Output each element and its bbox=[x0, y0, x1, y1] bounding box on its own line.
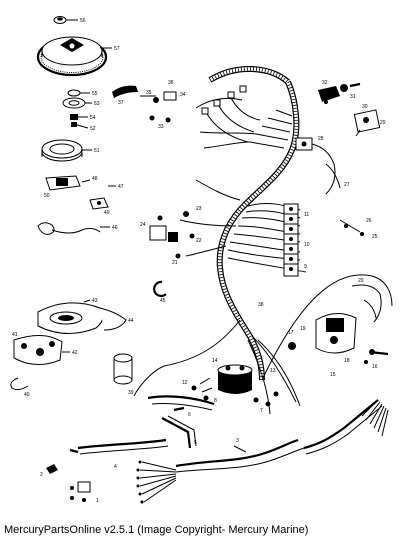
callout-55: 55 bbox=[92, 91, 98, 97]
callout-31: 31 bbox=[350, 94, 356, 100]
callout-42: 42 bbox=[72, 350, 78, 356]
callout-12: 12 bbox=[182, 380, 188, 386]
callout-56: 56 bbox=[80, 18, 86, 24]
harness-bracket-cluster bbox=[149, 211, 195, 259]
callout-23: 23 bbox=[196, 206, 202, 212]
right-long-lead bbox=[261, 274, 393, 381]
small-terminals bbox=[46, 464, 91, 502]
callout-24: 24 bbox=[140, 222, 146, 228]
terminal-block bbox=[283, 203, 299, 277]
callout-25: 25 bbox=[372, 234, 378, 240]
callout-52: 52 bbox=[90, 126, 96, 132]
callout-13: 13 bbox=[270, 368, 276, 374]
solenoid-hardware bbox=[191, 385, 279, 407]
callout-30: 30 bbox=[362, 104, 368, 110]
starter-solenoid bbox=[199, 364, 253, 394]
bracket-parts bbox=[37, 222, 101, 235]
rectifier bbox=[295, 137, 341, 195]
callout-38: 38 bbox=[258, 302, 264, 308]
callout-14: 14 bbox=[212, 358, 218, 364]
callout-22: 22 bbox=[196, 238, 202, 244]
callout-28: 28 bbox=[318, 136, 324, 142]
key-switch bbox=[318, 82, 361, 104]
wiring-harness-exploded-diagram: 56 57 55 53 54 52 51 48 47 50 49 46 bbox=[10, 16, 393, 504]
callout-47: 47 bbox=[118, 184, 124, 190]
hose-clip bbox=[10, 377, 29, 391]
spark-plug-leads-upper bbox=[201, 85, 261, 143]
callout-36: 36 bbox=[168, 80, 174, 86]
callout-39: 39 bbox=[128, 390, 134, 396]
regulator-coil-pack bbox=[315, 284, 382, 354]
callout-46: 46 bbox=[112, 225, 118, 231]
callout-4: 4 bbox=[114, 464, 117, 470]
callout-2: 2 bbox=[40, 472, 43, 478]
callout-49: 49 bbox=[104, 210, 110, 216]
flywheel bbox=[36, 36, 108, 77]
callout-11: 11 bbox=[304, 212, 309, 218]
callout-10: 10 bbox=[304, 242, 310, 248]
cd-module bbox=[13, 335, 63, 365]
callout-40: 40 bbox=[24, 392, 30, 398]
callout-41: 41 bbox=[12, 332, 18, 338]
right-lead bbox=[339, 219, 361, 233]
callout-1: 1 bbox=[96, 498, 99, 504]
stator-parts bbox=[62, 89, 86, 127]
callout-16: 16 bbox=[372, 364, 378, 370]
callout-20: 20 bbox=[358, 278, 364, 284]
remote-control-harness bbox=[175, 399, 383, 473]
remote-harness-wire-ends bbox=[361, 399, 389, 437]
ignition-coil bbox=[113, 353, 133, 385]
callout-26: 26 bbox=[366, 218, 372, 224]
callout-44: 44 bbox=[128, 318, 134, 324]
callout-51: 51 bbox=[94, 148, 100, 154]
fuse-holder bbox=[288, 342, 296, 350]
battery-cables bbox=[69, 395, 215, 455]
callout-3: 3 bbox=[236, 438, 239, 444]
connector-wire-fan bbox=[136, 460, 177, 504]
grommet-strip bbox=[112, 85, 138, 98]
switch-box-assembly bbox=[37, 302, 127, 334]
mounting-plate bbox=[353, 109, 381, 137]
callout-32: 32 bbox=[322, 80, 328, 86]
callout-54: 54 bbox=[90, 115, 96, 121]
flywheel-nut bbox=[53, 16, 67, 24]
callout-57: 57 bbox=[114, 46, 120, 52]
callout-6: 6 bbox=[188, 412, 191, 418]
callout-50: 50 bbox=[44, 193, 50, 199]
callout-21: 21 bbox=[172, 260, 178, 266]
image-caption: MercuryPartsOnline v2.5.1 (Image Copyrig… bbox=[4, 524, 309, 536]
callout-8: 8 bbox=[214, 398, 217, 404]
callout-37: 37 bbox=[118, 100, 124, 106]
callout-43: 43 bbox=[92, 298, 98, 304]
callout-27: 27 bbox=[344, 182, 350, 188]
callout-9: 9 bbox=[304, 264, 307, 270]
callout-7: 7 bbox=[260, 408, 263, 414]
callout-17: 17 bbox=[288, 330, 294, 336]
main-wiring-harness bbox=[208, 66, 300, 381]
callout-35: 35 bbox=[146, 90, 152, 96]
clamp-cluster-top bbox=[140, 91, 177, 123]
callout-53: 53 bbox=[94, 101, 100, 107]
callout-18: 18 bbox=[344, 358, 350, 364]
trigger-assembly bbox=[45, 175, 109, 210]
callout-45: 45 bbox=[160, 298, 166, 304]
callout-5: 5 bbox=[194, 440, 197, 446]
callout-48: 48 bbox=[92, 176, 98, 182]
callout-15: 15 bbox=[330, 372, 336, 378]
retaining-ring bbox=[153, 280, 167, 297]
callout-33: 33 bbox=[158, 124, 164, 130]
terminal-bolt-set bbox=[364, 349, 389, 364]
stator bbox=[41, 139, 83, 162]
callout-19: 19 bbox=[300, 326, 306, 332]
callout-29: 29 bbox=[380, 120, 386, 126]
callout-34: 34 bbox=[180, 92, 186, 98]
